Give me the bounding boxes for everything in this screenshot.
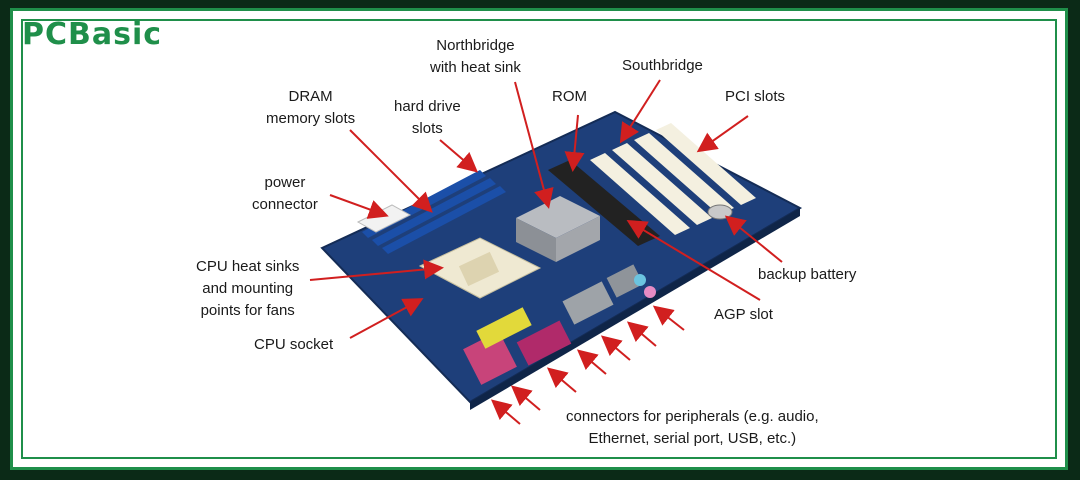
label-power-line2: connector — [252, 196, 318, 213]
label-power: power connector — [252, 172, 318, 216]
label-dram-line2: memory slots — [266, 110, 356, 127]
pcb-edge — [470, 208, 800, 410]
label-peripherals-line1: connectors for peripherals (e.g. audio, — [566, 408, 819, 425]
label-cpu-heat: CPU heat sinks and mounting points for f… — [196, 256, 299, 322]
label-southbridge-line1: Southbridge — [622, 57, 703, 74]
pcbasic-logo: PCBasic — [22, 14, 162, 54]
arrow-pci — [696, 115, 749, 153]
label-pci-line1: PCI slots — [725, 88, 786, 105]
arrow-southbridge — [619, 79, 661, 144]
label-agp-line1: AGP slot — [714, 306, 773, 323]
label-rom: ROM — [552, 86, 587, 108]
rear-io-connectors — [463, 264, 656, 385]
label-southbridge: Southbridge — [622, 55, 703, 77]
label-northbridge-line1: Northbridge — [436, 37, 515, 54]
arrow-peripheral-5 — [600, 335, 631, 361]
label-hard-drive-line2: slots — [411, 120, 443, 137]
label-hard-drive: hard drive slots — [394, 96, 461, 140]
label-backup-battery: backup battery — [758, 264, 856, 286]
arrow-rom — [564, 114, 585, 172]
arrow-peripheral-2 — [510, 385, 541, 411]
pci-slots — [590, 123, 756, 235]
label-cpu-heat-line1: CPU heat sinks — [196, 258, 300, 275]
label-dram-line1: DRAM — [288, 88, 333, 105]
arrow-peripheral-7 — [652, 305, 685, 331]
arrow-dram — [349, 129, 433, 213]
cpu-socket-center — [458, 251, 500, 287]
arrow-power — [329, 194, 389, 219]
arrow-cpu-socket — [349, 298, 424, 339]
label-northbridge: Northbridge with heat sink — [430, 35, 521, 79]
arrow-northbridge — [514, 81, 554, 209]
arrow-cpu-heat — [309, 259, 444, 281]
label-peripherals-line2: Ethernet, serial port, USB, etc.) — [588, 430, 797, 447]
label-cpu-heat-line3: points for fans — [200, 302, 295, 319]
arrow-backup-battery — [724, 215, 783, 263]
arrow-peripheral-3 — [546, 367, 577, 393]
label-peripherals: connectors for peripherals (e.g. audio, … — [566, 406, 819, 450]
label-pci: PCI slots — [725, 86, 785, 108]
pointer-arrows — [309, 79, 783, 425]
arrow-peripheral-6 — [626, 321, 657, 347]
label-cpu-heat-line2: and mounting — [202, 280, 294, 297]
label-dram: DRAM memory slots — [266, 86, 355, 130]
label-backup-battery-line1: backup battery — [758, 266, 857, 283]
arrow-hard-drive — [439, 139, 479, 173]
label-cpu-socket: CPU socket — [254, 334, 333, 356]
arrow-peripheral-1 — [490, 399, 521, 425]
logo-text: PCBasic — [22, 16, 163, 52]
label-rom-line1: ROM — [552, 88, 587, 105]
backup-battery-cell — [707, 204, 733, 220]
label-hard-drive-line1: hard drive — [394, 98, 461, 115]
label-northbridge-line2: with heat sink — [430, 59, 521, 76]
label-power-line1: power — [264, 174, 306, 191]
label-agp: AGP slot — [714, 304, 773, 326]
arrow-agp — [626, 219, 761, 301]
northbridge-heatsink — [516, 196, 600, 262]
label-cpu-socket-line1: CPU socket — [254, 336, 334, 353]
arrow-peripheral-4 — [576, 349, 607, 375]
